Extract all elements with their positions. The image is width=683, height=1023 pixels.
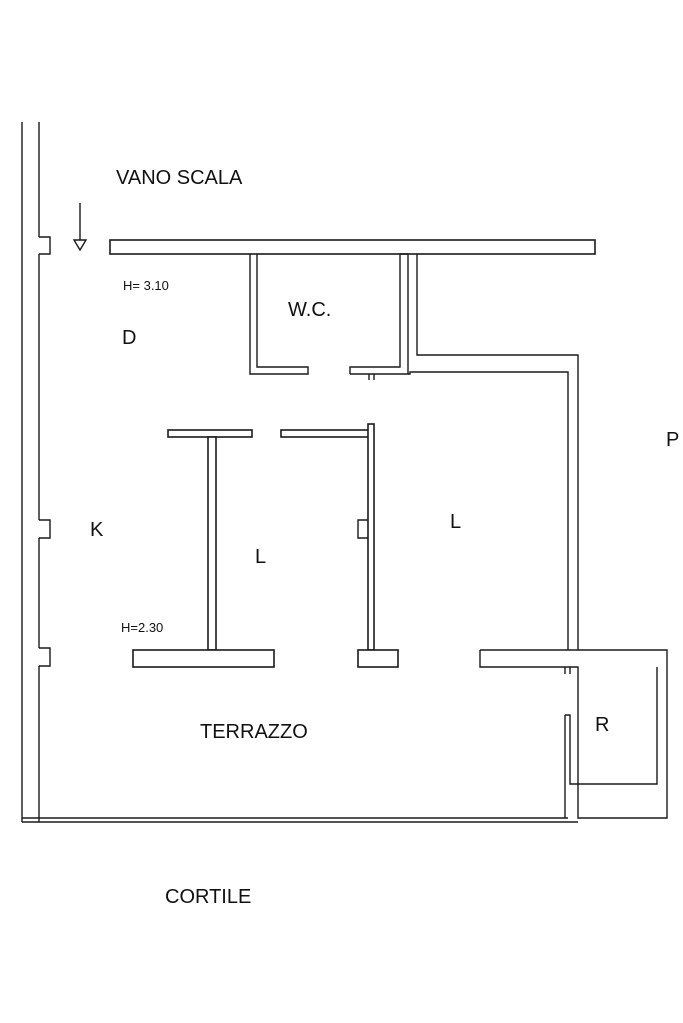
left-partition-wall xyxy=(132,429,275,668)
label-room-l-right: L xyxy=(450,511,461,533)
label-vano-scala: VANO SCALA xyxy=(116,167,243,189)
left-outer-wall xyxy=(21,122,51,822)
label-room-p: P xyxy=(666,429,679,451)
label-room-k: K xyxy=(90,519,104,541)
label-terrazzo: TERRAZZO xyxy=(200,721,308,743)
label-room-l-center: L xyxy=(255,546,266,568)
top-corridor-wall xyxy=(109,239,596,255)
entry-arrow-icon xyxy=(72,203,88,252)
bottom-boundary-wall xyxy=(22,817,578,823)
label-wc: W.C. xyxy=(288,299,331,321)
label-height-upper: H= 3.10 xyxy=(123,278,169,293)
right-corridor-wall xyxy=(408,254,579,650)
label-cortile: CORTILE xyxy=(165,886,251,908)
storage-room-walls xyxy=(564,667,658,818)
terrace-right-wall xyxy=(479,649,668,819)
middle-partition-wall xyxy=(280,423,399,668)
label-room-r: R xyxy=(595,714,609,736)
label-room-d: D xyxy=(122,327,136,349)
label-height-lower: H=2.30 xyxy=(121,620,163,635)
